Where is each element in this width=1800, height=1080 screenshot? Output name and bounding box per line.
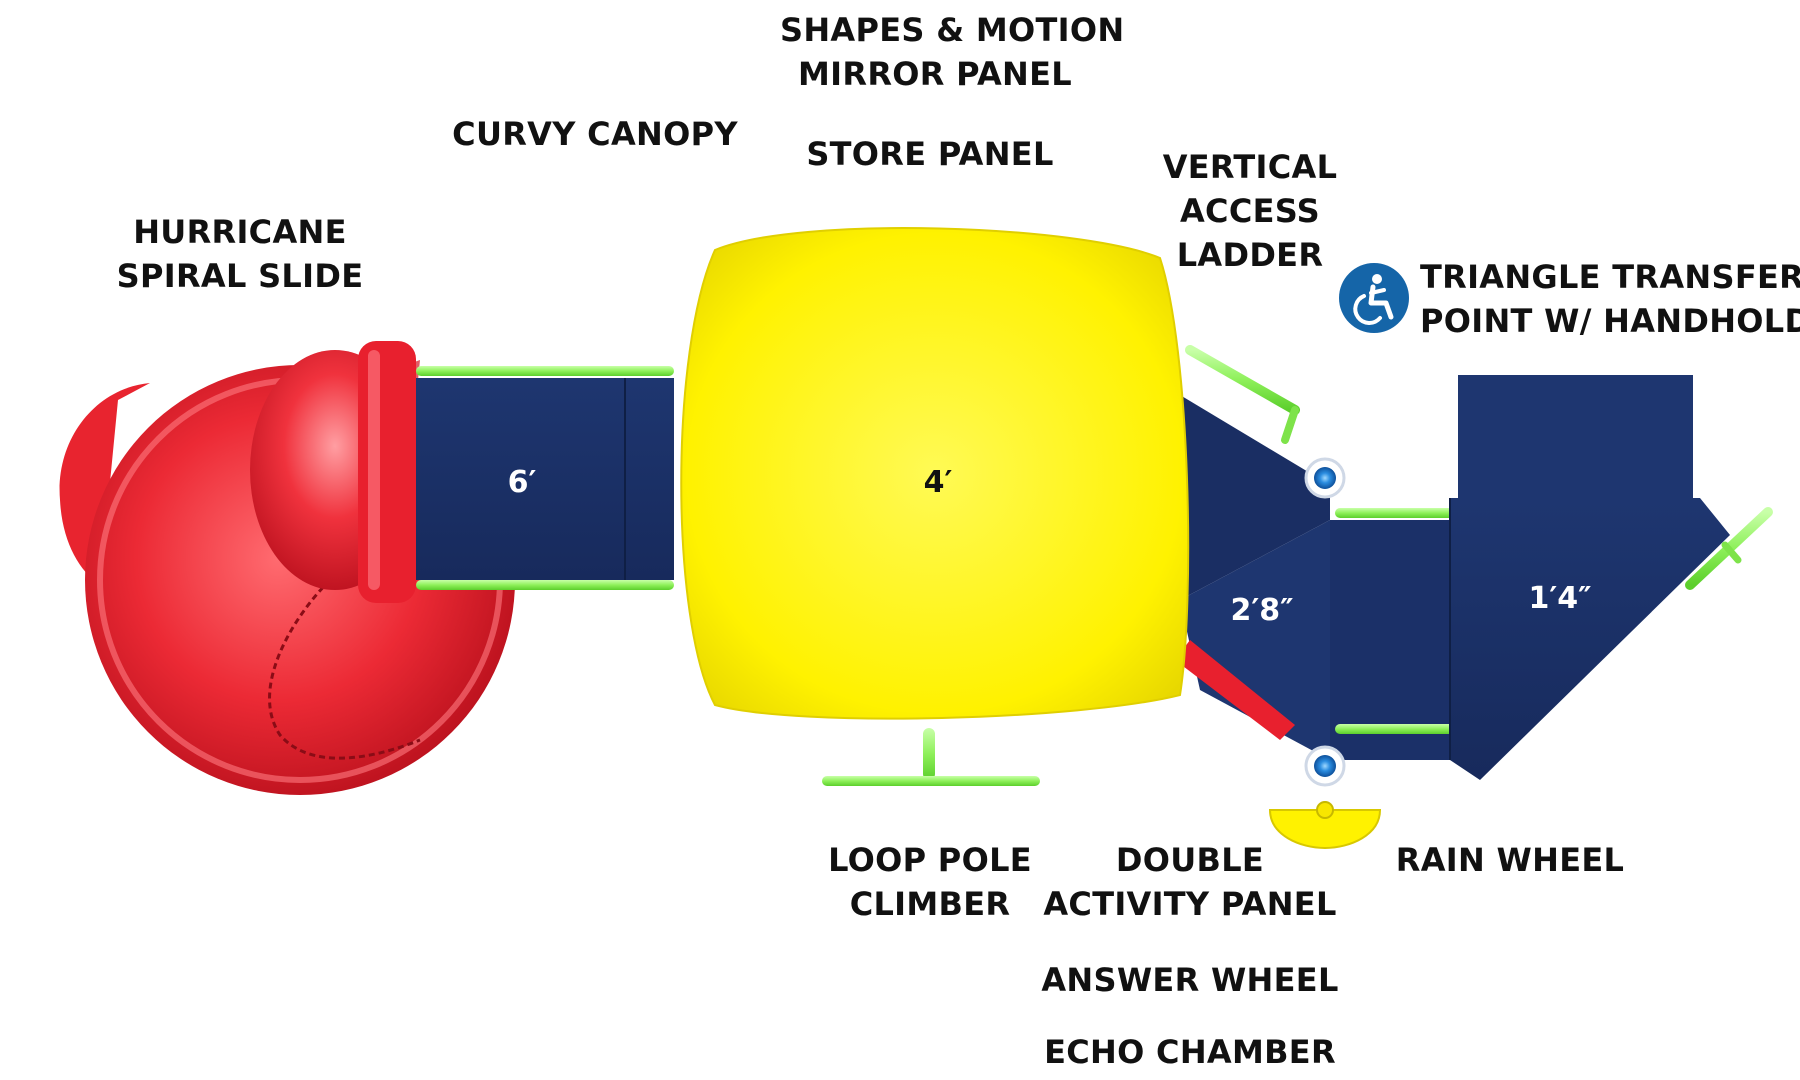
- curvy-canopy-graphic: [680, 227, 1190, 720]
- transfer-rail-post: [1721, 541, 1742, 564]
- label-hurricane-spiral-slide: HURRICANE SPIRAL SLIDE: [116, 213, 364, 295]
- label-shapes-motion-mirror-panel: SHAPES & MOTION MIRROR PANEL: [780, 11, 1125, 93]
- activity-knob-lower: [1304, 745, 1346, 787]
- ramp-lower-deck: [1180, 520, 1330, 760]
- slide-entry-hood: [358, 341, 416, 603]
- ramp-deck-height-label: 2′8″: [1230, 593, 1293, 628]
- label-echo-chamber: ECHO CHAMBER: [1044, 1033, 1336, 1071]
- transfer-step-platform: [1458, 375, 1693, 500]
- bridge-deck-graphic: [416, 366, 674, 590]
- ramp-rail-lower: [1335, 724, 1470, 734]
- ramp-rail-post: [1281, 406, 1299, 444]
- bridge-rail-top: [416, 366, 674, 376]
- bridge-deck: [416, 378, 674, 580]
- bridge-rail-bottom: [416, 580, 674, 590]
- bridge-height-label: 6′: [508, 465, 537, 500]
- transfer-deck: [1450, 498, 1730, 780]
- activity-knob-upper: [1304, 457, 1346, 499]
- label-store-panel: STORE PANEL: [806, 135, 1054, 173]
- label-rain-wheel: RAIN WHEEL: [1395, 841, 1625, 879]
- canopy-deck-height-label: 4′: [924, 465, 953, 500]
- rain-wheel: [1268, 809, 1382, 850]
- label-double-activity-panel: DOUBLE ACTIVITY PANEL: [1043, 841, 1337, 923]
- transfer-deck-height-label: 1′4″: [1528, 581, 1591, 616]
- ramp-rail-diagonal: [1185, 345, 1300, 415]
- loop-slide-chute: [1175, 640, 1295, 740]
- rain-wheel-hub: [1316, 801, 1334, 819]
- label-triangle-transfer-point: TRIANGLE TRANSFER POINT W/ HANDHOLD: [1420, 258, 1800, 340]
- loop-pole-bar: [822, 776, 1040, 786]
- label-curvy-canopy: CURVY CANOPY: [452, 115, 738, 153]
- hurricane-spiral-slide-graphic: [59, 341, 515, 795]
- loop-pole-stem: [923, 728, 935, 780]
- rain-wheel-graphic: [1268, 801, 1382, 850]
- transfer-deck-graphic: [1449, 375, 1773, 780]
- ramp-deck-graphic: [1175, 345, 1470, 760]
- ramp-connector-deck: [1330, 520, 1450, 760]
- ramp-upper-triangle: [1180, 395, 1330, 600]
- label-vertical-access-ladder: VERTICAL ACCESS LADDER: [1162, 148, 1338, 274]
- wheelchair-accessibility-icon: [1339, 263, 1409, 333]
- ramp-rail-upper: [1335, 508, 1470, 518]
- curvy-canopy: [680, 227, 1190, 720]
- label-answer-wheel: ANSWER WHEEL: [1041, 961, 1339, 999]
- slide-inner-curve: [268, 578, 421, 760]
- slide-chute-exit: [59, 383, 150, 585]
- slide-entry-hood-highlight: [368, 350, 380, 590]
- loop-pole-climber-graphic: [822, 728, 1040, 786]
- label-loop-pole-climber: LOOP POLE CLIMBER: [828, 841, 1032, 923]
